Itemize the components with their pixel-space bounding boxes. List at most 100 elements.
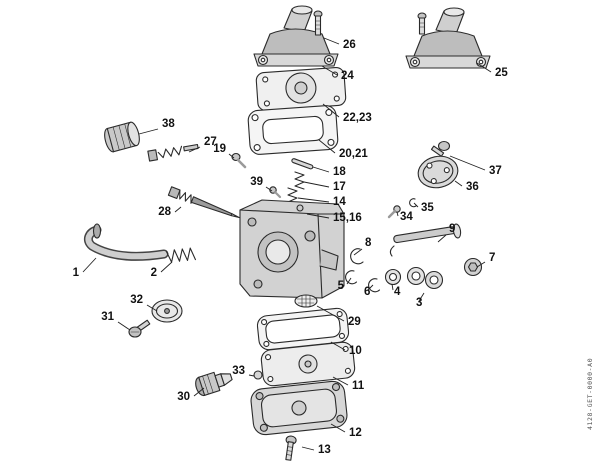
doc-number: 4128-GET-0000-A0	[586, 358, 594, 430]
leader-line-38	[138, 128, 159, 135]
part-5-clip	[345, 270, 358, 285]
callout-13: 13	[318, 444, 331, 456]
callout-7: 7	[489, 252, 495, 264]
callout-10: 10	[349, 345, 362, 357]
part-24-pump-cover	[253, 5, 339, 67]
part-12-pump-cover-bottom	[250, 380, 348, 436]
callout-19: 19	[213, 143, 226, 155]
callout-15-16: 15,16	[333, 212, 362, 224]
callout-28: 28	[158, 206, 171, 218]
part-6-clip	[368, 278, 381, 293]
part-3-washers	[406, 266, 444, 290]
callout-14: 14	[333, 196, 346, 208]
leader-line-5	[346, 277, 352, 285]
callout-33: 33	[232, 365, 245, 377]
part-7-plug	[463, 257, 483, 277]
callout-26: 26	[343, 39, 356, 51]
callout-31: 31	[101, 311, 114, 323]
leader-line-11	[332, 376, 349, 386]
callout-37: 37	[489, 165, 502, 177]
leader-line-2	[160, 261, 173, 273]
callout-22-23: 22,23	[343, 112, 372, 124]
callout-34: 34	[400, 211, 413, 223]
leader-line-1	[82, 257, 97, 273]
leader-line-8	[353, 248, 363, 256]
leader-line-6	[367, 284, 374, 291]
part-37-screw	[430, 140, 451, 157]
callout-4: 4	[394, 286, 401, 298]
part-38-cap	[104, 121, 140, 153]
leader-line-39	[265, 186, 273, 192]
callout-3: 3	[416, 297, 422, 309]
part-31-screw	[128, 319, 151, 338]
leader-line-13	[301, 446, 315, 451]
part-34-screw	[387, 205, 401, 219]
part-11-pump-diaphragm	[260, 341, 356, 387]
part-13-screw	[285, 435, 297, 461]
leader-line-27	[188, 146, 201, 153]
callout-39: 39	[250, 176, 263, 188]
callout-25: 25	[495, 67, 508, 79]
part-28-adjusting-needle	[167, 186, 240, 219]
callout-9: 9	[449, 223, 455, 235]
part-17-spring	[294, 171, 305, 190]
part-29-strainer-screen	[294, 294, 318, 308]
leader-line-34	[396, 211, 399, 217]
part-39-screw	[269, 186, 282, 199]
part-25-pump-cover	[405, 7, 491, 69]
leader-line-14	[297, 197, 330, 203]
part-8-clip	[350, 248, 364, 265]
part-10-gasket	[256, 307, 350, 351]
leader-line-18	[312, 166, 330, 173]
callout-6: 6	[364, 286, 370, 298]
leader-line-10	[330, 341, 346, 351]
leader-line-37	[449, 155, 486, 171]
part-33-ball	[253, 370, 263, 380]
leader-line-26	[323, 37, 340, 45]
callout-1: 1	[73, 267, 80, 279]
leader-line-19	[228, 153, 235, 159]
leader-line-33	[248, 374, 255, 377]
leader-line-29	[316, 305, 345, 322]
part-20-21-gasket	[247, 105, 339, 155]
callout-38: 38	[162, 118, 175, 130]
leader-line-35	[413, 202, 419, 208]
part-9-shaft	[389, 223, 462, 257]
part-22-23-metering-diaphragm	[255, 66, 347, 112]
callout-36: 36	[466, 181, 479, 193]
callout-2: 2	[151, 267, 157, 279]
leader-line-32	[146, 304, 158, 312]
callout-27: 27	[204, 136, 217, 148]
carburetor-body	[239, 199, 345, 299]
leader-line-20-21	[318, 139, 336, 154]
leader-line-36	[454, 180, 463, 187]
callout-5: 5	[338, 280, 345, 292]
leader-line-31	[117, 321, 131, 331]
part-36-cover-disc	[417, 155, 459, 189]
leader-line-17	[303, 181, 330, 188]
leader-line-4	[391, 283, 394, 291]
callout-8: 8	[365, 237, 372, 249]
part-26-screw	[313, 10, 323, 36]
leader-line-24	[321, 65, 338, 76]
part-19-screw	[231, 152, 247, 169]
callout-20-21: 20,21	[339, 148, 368, 160]
callout-29: 29	[348, 316, 361, 328]
leader-line-28	[174, 206, 182, 213]
leader-line-30	[193, 387, 205, 397]
callout-35: 35	[421, 202, 434, 214]
callout-17: 17	[333, 181, 346, 193]
part-35-ring	[409, 198, 418, 208]
leader-line-9	[437, 234, 447, 243]
part-4-washer	[384, 268, 402, 286]
part-2-spring	[165, 247, 197, 263]
leader-line-15-16	[306, 213, 330, 219]
callout-30: 30	[177, 391, 190, 403]
part-18-pin	[291, 158, 314, 170]
callout-11: 11	[352, 380, 365, 392]
callout-12: 12	[349, 427, 362, 439]
part-32-disc	[151, 299, 183, 323]
